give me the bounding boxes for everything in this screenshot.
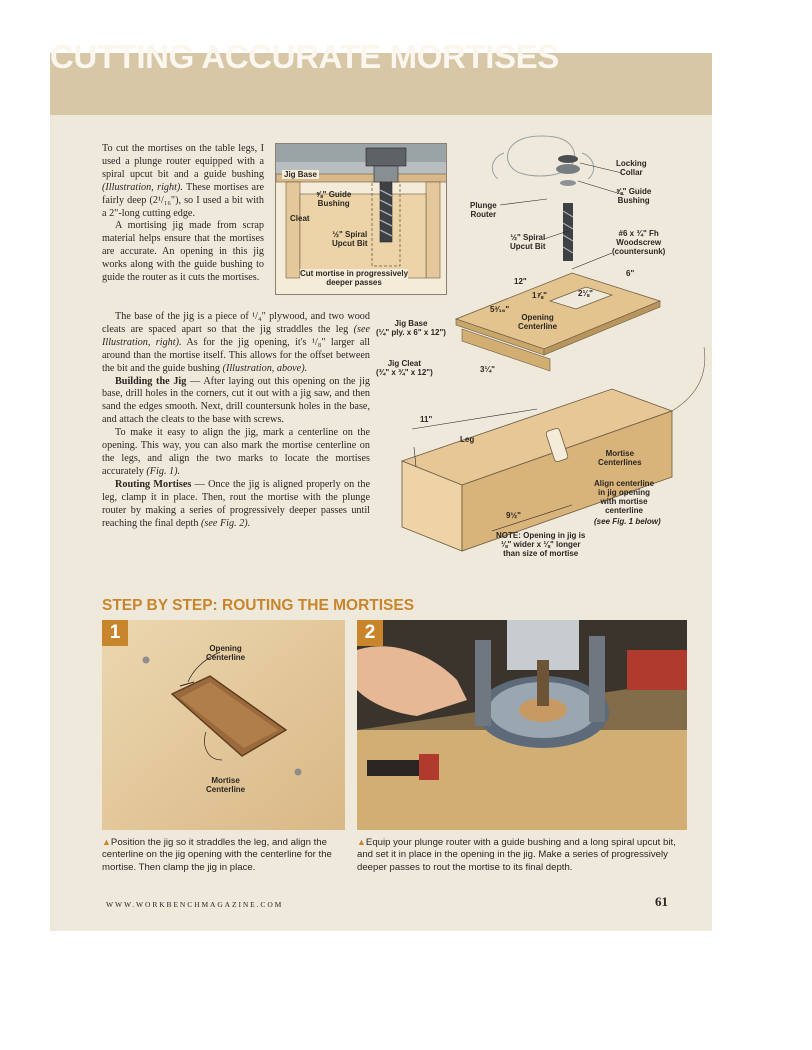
label-inset-spiral-bit: ½" Spiral Upcut Bit	[332, 230, 368, 248]
label-align-note: Align centerline in jig opening with mor…	[594, 479, 655, 515]
dim-5-3-16-in: 5³⁄₁₆"	[490, 305, 510, 314]
step-1-caption: ▲Position the jig so it straddles the le…	[102, 837, 332, 873]
paragraph-base: The base of the jig is a piece of ¹/₄" p…	[102, 311, 370, 374]
label-main-guide-bushing: ⅝" Guide Bushing	[616, 187, 652, 205]
step-2-number: 2	[357, 620, 383, 646]
header-band	[50, 53, 712, 115]
mortising-jig-drawing	[400, 135, 706, 552]
triangle-bullet-icon: ▲	[357, 837, 366, 847]
step-by-step-heading: STEP BY STEP: ROUTING THE MORTISES	[102, 597, 415, 614]
dim-6-in: 6"	[626, 269, 635, 278]
step-1-number: 1	[102, 620, 128, 646]
bushing-detail-illustration: Jig Base ⅝" Guide Bushing Cleat ½" Spira…	[275, 143, 447, 295]
paragraph-building: Building the Jig — After laying out this…	[102, 375, 370, 426]
dim-9-1-2-in: 9½"	[506, 511, 521, 520]
paragraph-routing: Routing Mortises — Once the jig is align…	[102, 478, 370, 529]
label-jig-base: Jig Base (¼" ply. x 6" x 12")	[376, 319, 446, 337]
paragraph-jig: A mortising jig made from scrap material…	[102, 220, 264, 284]
label-locking-collar: Locking Collar	[616, 159, 647, 177]
dim-11-in: 11"	[420, 415, 433, 424]
step-2-image	[357, 620, 687, 830]
article-title: CUTTING ACCURATE MORTISES	[50, 38, 559, 75]
dim-1-7-8-in: 1⅞"	[532, 291, 547, 300]
label-inset-jig-base: Jig Base	[282, 170, 319, 179]
footer-url: WWW.WORKBENCHMAGAZINE.COM	[106, 900, 284, 909]
label-inset-guide-bushing: ⅝" Guide Bushing	[316, 190, 352, 208]
label-note: NOTE: Opening in jig is ⅛" wider x ⅛" lo…	[496, 531, 586, 558]
label-inset-cut-note: Cut mortise in progressively deeper pass…	[300, 269, 409, 287]
label-plunge-router: Plunge Router	[470, 201, 497, 219]
label-jig-cleat: Jig Cleat (¾" x ¾" x 12")	[376, 359, 433, 377]
label-photo-opening-centerline: Opening Centerline	[206, 644, 246, 662]
dim-2-1-8-in: 2⅛"	[578, 289, 593, 298]
mortising-jig-illustration: Locking Collar ⅝" Guide Bushing Plunge R…	[372, 133, 712, 573]
paragraph-align: To make it easy to align the jig, mark a…	[102, 427, 370, 477]
body-column-2: The base of the jig is a piece of ¹/₄" p…	[102, 311, 370, 530]
label-opening-centerline: Opening Centerline	[518, 313, 558, 331]
label-align-ref: (see Fig. 1 below)	[594, 517, 661, 526]
step-1-image	[102, 620, 345, 830]
label-leg: Leg	[460, 435, 475, 444]
step-2-photo: 2	[357, 620, 687, 830]
label-inset-cleat: Cleat	[290, 214, 310, 223]
triangle-bullet-icon: ▲	[102, 837, 111, 847]
label-photo-mortise-centerline: Mortise Centerline	[206, 776, 246, 794]
page-number: 61	[655, 894, 668, 909]
label-woodscrew: #6 x ¾" Fh Woodscrew (countersunk)	[612, 229, 666, 256]
label-mortise-centerlines: Mortise Centerlines	[598, 449, 642, 467]
dim-3-1-4-in: 3¼"	[480, 365, 495, 374]
body-column-1: To cut the mortises on the table legs, I…	[102, 143, 264, 285]
paragraph-intro: To cut the mortises on the table legs, I…	[102, 143, 264, 219]
step-2-caption: ▲Equip your plunge router with a guide b…	[357, 837, 676, 873]
dim-12-in: 12"	[514, 277, 527, 286]
label-main-spiral-bit: ½" Spiral Upcut Bit	[510, 233, 546, 251]
step-1-photo: 1 Opening Centerline Mortise Centerline	[102, 620, 345, 830]
